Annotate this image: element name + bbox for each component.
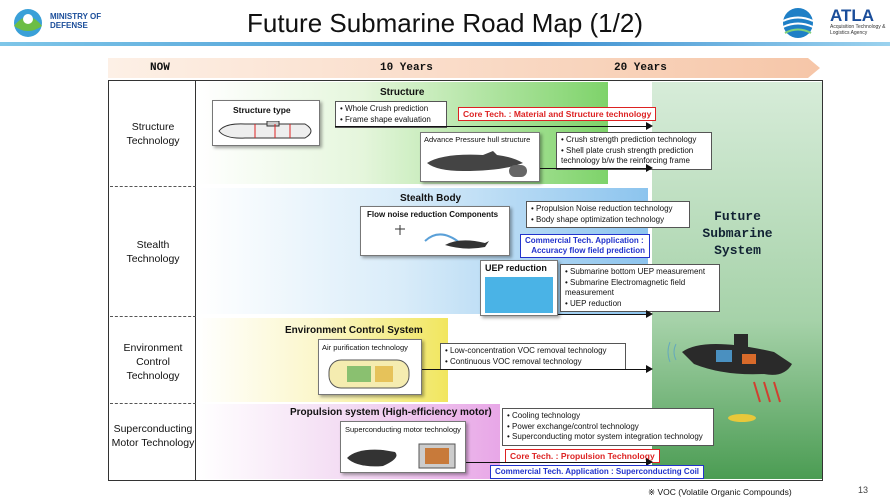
atla-logo [778,6,884,40]
commercial-tech-line1: Commercial Tech. Application : [525,236,644,245]
atla-subtitle: Acquisition Technology & Logistics Agenc… [830,24,886,36]
pressure-hull-icon [427,151,527,177]
mod-logo-text: MINISTRY OF DEFENSE [50,12,102,30]
air-purification-icon [328,359,410,389]
propulsion-arrow [466,458,653,466]
timeline-arrow [108,58,820,78]
list-item: Power exchange/control technology [507,422,709,433]
air-purification-card: Air purification technology [318,339,422,395]
row-divider [110,403,196,404]
future-line1: Future [714,209,761,224]
row-label-column [108,80,196,481]
pressure-hull-list: Crush strength prediction technologyShel… [556,132,712,170]
list-item: Shell plate crush strength prediction te… [561,146,707,167]
propulsion-commercial-tech: Commercial Tech. Application : Supercond… [490,465,705,479]
flow-noise-icon [395,225,489,249]
row-label-stealth: Stealth Technology [126,239,180,265]
list-item: Whole Crush prediction [340,104,442,115]
list-item: Body shape optimization technology [531,215,685,226]
list-item: Submarine bottom UEP measurement [565,267,715,278]
timeline-20-years: 20 Years [614,62,667,74]
pressure-hull-card: Advance Pressure hull structure [420,132,540,182]
submarine-hull-icon [218,121,312,139]
list-item: Low-concentration VOC removal technology [445,346,621,357]
commercial-tech-line2: Accuracy flow field prediction [531,246,645,255]
list-item: Propulsion Noise reduction technology [531,204,685,215]
propulsion-list: Cooling technologyPower exchange/control… [502,408,714,446]
uep-card: UEP reduction [480,260,558,316]
ministry-of-defense-logo [6,6,116,40]
uep-image [485,277,553,313]
uep-label: UEP reduction [485,263,547,273]
structure-arrow [335,122,653,130]
row-label-environment: Environment Control Technology [123,342,183,382]
propulsion-core-tech: Core Tech. : Propulsion Technology [505,449,660,463]
list-item: Crush strength prediction technology [561,135,707,146]
row-divider [110,316,196,317]
row-label-superconducting: Superconducting Motor Technology [111,423,195,449]
uep-list: Submarine bottom UEP measurementSubmarin… [560,264,720,312]
uep-arrow [558,310,653,318]
flow-noise-list: Propulsion Noise reduction technologyBod… [526,201,690,228]
flow-noise-label: Flow noise reduction Components [367,210,499,219]
motor-submarine-icon [347,443,456,469]
stealth-commercial-tech: Commercial Tech. Application : Accuracy … [520,234,650,258]
environment-list: Low-concentration VOC removal technology… [440,343,626,370]
future-submarine-icon [667,334,792,422]
structure-title: Structure [380,87,425,98]
list-item: Frame shape evaluation [340,115,442,126]
propulsion-title: Propulsion system (High-efficiency motor… [290,407,492,418]
page-title: Future Submarine Road Map (1/2) [247,8,643,38]
future-submarine-system: Future Submarine System [690,208,785,259]
pressure-hull-label: Advance Pressure hull structure [424,135,531,144]
hull-arrow [540,164,653,172]
atla-logo-text: ATLA [830,6,875,25]
row-divider [110,186,196,187]
superconducting-motor-card: Superconducting motor technology [340,421,466,473]
structure-type-card: Structure type [212,100,320,146]
timeline-now: NOW [150,62,170,74]
list-item: Submarine Electromagnetic field measurem… [565,278,715,299]
flow-noise-card: Flow noise reduction Components [360,206,510,256]
list-item: Cooling technology [507,411,709,422]
page-number: 13 [858,485,869,495]
motor-label: Superconducting motor technology [345,425,461,434]
structure-type-label: Structure type [233,105,291,115]
row-label-structure: Structure Technology [126,121,180,147]
structure-core-tech: Core Tech. : Material and Structure tech… [458,107,657,121]
structure-type-list: Whole Crush predictionFrame shape evalua… [335,101,447,128]
environment-title: Environment Control System [285,325,423,336]
timeline-10-years: 10 Years [380,62,433,74]
future-line2: Submarine [702,226,773,241]
future-line3: System [714,243,761,258]
air-purification-label: Air purification technology [322,343,408,352]
list-item: Superconducting motor system integration… [507,432,709,443]
environment-arrow [422,365,653,373]
stealth-title: Stealth Body [400,193,462,204]
list-item: UEP reduction [565,299,715,310]
list-item: Continuous VOC removal technology [445,357,621,368]
mod-emblem-icon [14,9,42,37]
atla-globe-icon [782,8,814,38]
header-divider [0,42,890,46]
footnote: ※ VOC (Volatile Organic Compounds) [648,487,792,497]
